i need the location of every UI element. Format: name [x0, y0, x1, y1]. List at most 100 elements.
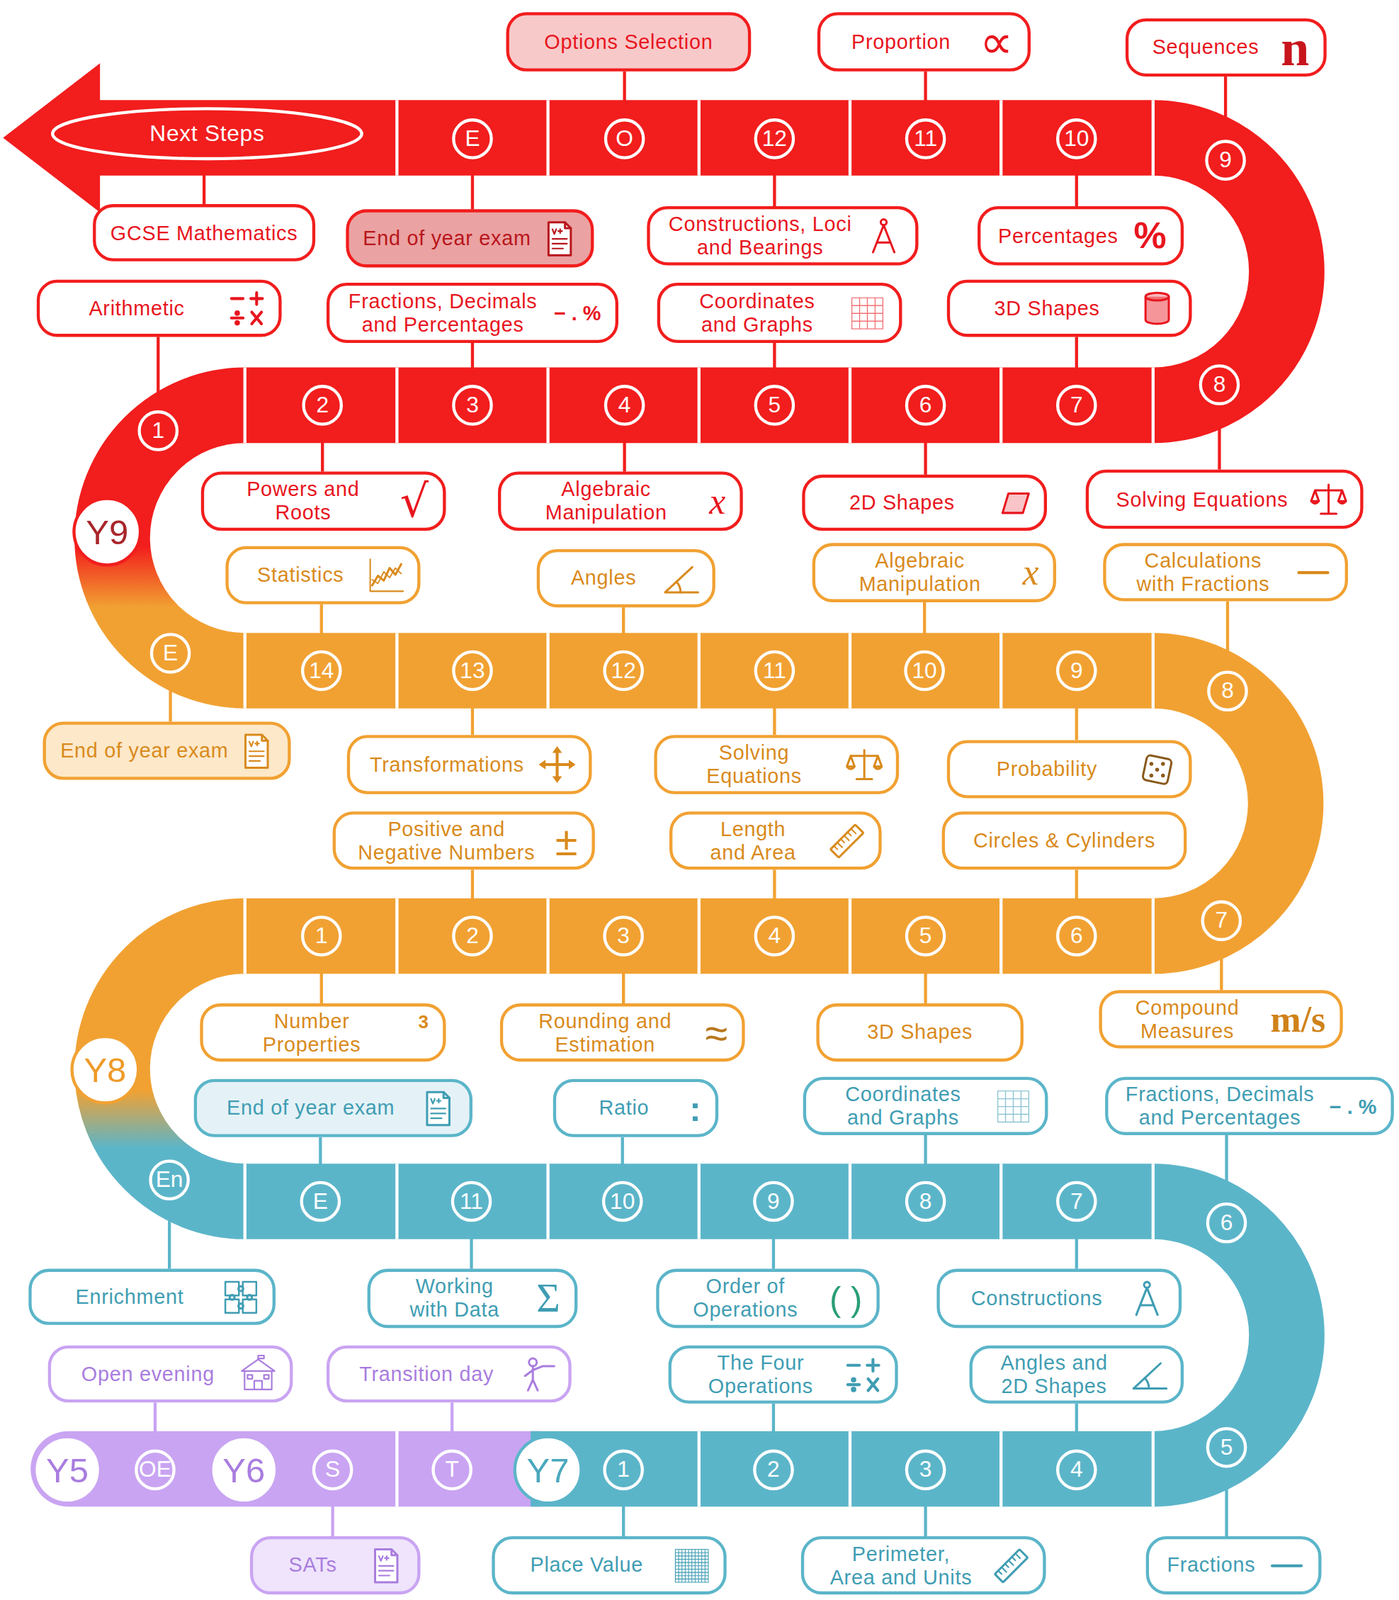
step-number: 2 [752, 1449, 795, 1491]
topic-box: Algebraic Manipulationx [497, 471, 744, 532]
topic-label: Angles and 2D Shapes [998, 1350, 1110, 1398]
step-circle: En [148, 1158, 190, 1200]
step-circle: 6 [905, 384, 947, 426]
step-circle: 9 [1204, 139, 1246, 181]
topic-icon-part [371, 567, 401, 583]
topic-box: Options Selection [506, 12, 752, 72]
step-number: 12 [754, 118, 796, 160]
topic-box: 3D Shapes [947, 279, 1193, 338]
step-number: 4 [1056, 1449, 1098, 1491]
topic-label: Proportion [851, 29, 951, 54]
topic-label: 2D Shapes [849, 490, 955, 515]
topic-label: Solving Equations [704, 740, 804, 788]
step-circle: OE [134, 1449, 176, 1491]
topic-box: Arithmetic [36, 279, 282, 338]
step-number: 5 [905, 915, 947, 957]
topic-icon-part [524, 1365, 554, 1390]
topic-icon-part [675, 1548, 709, 1582]
step-number: 3 [905, 1449, 947, 1491]
topic-label: 3D Shapes [867, 1020, 973, 1045]
topic-icon-part [229, 1294, 235, 1300]
topic-icon-part [238, 1302, 244, 1308]
step-number: 6 [905, 384, 947, 426]
topic-icon-part [830, 823, 863, 857]
topic-label: 3D Shapes [993, 296, 1100, 320]
step-number: 9 [1056, 650, 1098, 692]
topic-box: End of year exam [43, 721, 292, 780]
leader-line [1219, 940, 1223, 990]
step-circle: 1 [301, 915, 343, 957]
topic-icon [1294, 552, 1334, 592]
step-circle: 5 [1206, 1426, 1248, 1468]
step-circle: 10 [602, 1180, 644, 1222]
topic-box: Calculations with Fractions [1102, 542, 1348, 601]
year-badge: Y5 [32, 1434, 103, 1504]
step-circle: 10 [903, 650, 945, 692]
step-circle: 11 [905, 118, 947, 160]
ellipse-label: Next Steps [51, 106, 364, 161]
topic-label: Circles & Cylinders [973, 828, 1156, 853]
step-number: 1 [602, 1449, 644, 1491]
year-badge: Y6 [208, 1434, 279, 1504]
topic-box: Angles [536, 548, 716, 608]
step-number: 7 [1056, 384, 1098, 426]
step-number: En [148, 1158, 190, 1200]
step-circle: 5 [905, 915, 947, 957]
topic-label: Working with Data [408, 1274, 503, 1322]
topic-label: End of year exam [362, 226, 531, 251]
leader-line [622, 71, 626, 119]
topic-label: Fractions, Decimals and Percentages [1122, 1082, 1317, 1130]
topic-box: 2D Shapes [801, 474, 1047, 531]
topic-label: Options Selection [544, 29, 713, 54]
topic-icon-part-part [833, 828, 856, 851]
step-number: 10 [602, 1180, 644, 1222]
topic-icon-part [443, 1090, 450, 1097]
step-circle: O [604, 118, 646, 160]
topic-label: Arithmetic [88, 296, 185, 320]
leader-line [471, 159, 474, 210]
topic-icon-part [872, 225, 894, 253]
topic-label: Percentages [998, 223, 1119, 248]
leader-line [621, 1136, 625, 1181]
topic-label: Sequences [1152, 35, 1260, 59]
topic-icon-part [1272, 1563, 1302, 1567]
topic-box: Transition day [326, 1345, 572, 1403]
leader-line [471, 690, 474, 735]
step-circle: 9 [1056, 650, 1098, 692]
topic-label: Coordinates and Graphs [697, 289, 818, 336]
topic-icon [1267, 1545, 1307, 1585]
year-badge: Y9 [72, 497, 142, 567]
topic-icon-part [1160, 772, 1165, 777]
leader-line [1075, 690, 1079, 740]
topic-label: Place Value [530, 1553, 644, 1577]
topic-box: Open evening [48, 1345, 294, 1403]
topic-icon-part [998, 1090, 1030, 1122]
topic-icon-part [249, 740, 265, 761]
topic-icon-part [371, 563, 401, 585]
leader-line [772, 690, 776, 735]
leader-line [621, 956, 625, 1004]
step-number: 11 [905, 118, 947, 160]
topic-symbol: ( ) [829, 1280, 863, 1316]
topic-box: The Four Operations [668, 1345, 899, 1404]
topic-box: Working with DataΣ [367, 1268, 579, 1329]
topic-symbol: − . % [553, 302, 601, 324]
step-circle: 7 [1056, 1180, 1098, 1222]
step-number: 9 [752, 1180, 795, 1222]
topic-icon-part [852, 1386, 856, 1391]
topic-icon [845, 745, 885, 785]
leader-line [471, 869, 474, 916]
leader-line [320, 425, 324, 472]
topic-box: SATs [250, 1535, 421, 1594]
topic-symbol: x [709, 482, 726, 520]
leader-line [621, 607, 625, 651]
topic-icon-part [1149, 761, 1154, 766]
leader-line [1075, 869, 1079, 916]
topic-box: Coordinates and Graphs [657, 282, 903, 343]
topic-icon-part [374, 1548, 397, 1582]
topic-label: GCSE Mathematics [110, 221, 298, 245]
topic-box: Powers and Roots√ [201, 471, 447, 532]
leader-line [923, 71, 927, 119]
leader-line [469, 1221, 473, 1268]
step-number: S [312, 1449, 354, 1491]
